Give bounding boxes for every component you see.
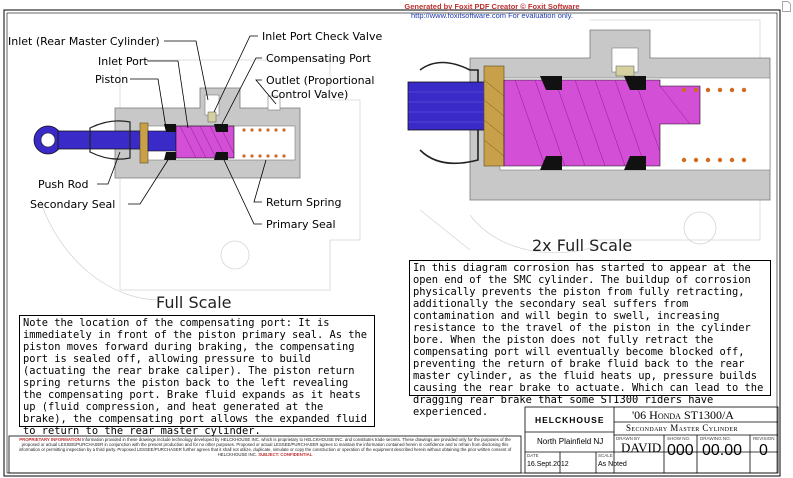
push-rod — [57, 130, 141, 150]
left-primary-seal-top — [214, 124, 228, 132]
revision-value: 0 — [759, 442, 768, 459]
right-secondary-seal-top — [540, 76, 562, 90]
bronze-retainer — [139, 122, 149, 164]
left-secondary-seal-top — [164, 124, 176, 132]
label-compensating-port: Compensating Port — [266, 52, 372, 65]
label-outlet-line1: Outlet (Proportional — [266, 74, 374, 87]
right-bronze-retainer — [483, 65, 505, 167]
label-piston: Piston — [95, 73, 128, 86]
show-no-label: SHOW NO. — [667, 436, 691, 441]
label-return-spring: Return Spring — [266, 196, 342, 209]
right-primary-seal-bottom — [624, 156, 646, 170]
title-block-grid — [8, 406, 779, 474]
left-cylinder-drawing — [33, 59, 361, 301]
title-main: '06 Honda ST1300/A — [632, 408, 734, 422]
scale-label: SCALE — [598, 453, 613, 458]
page-corner-icon — [782, 1, 791, 12]
proprietary-heading: PROPRIETARY INFORMATION — [19, 437, 81, 442]
right-cylinder-drawing — [407, 19, 771, 254]
sheet-border — [3, 9, 781, 477]
drawing-no-label: DRAWING NO. — [700, 436, 731, 441]
right-note-box: In this diagram corrosion has started to… — [409, 260, 771, 418]
proprietary-footer: SUBJECT: CONFIDENTIAL — [258, 452, 313, 457]
label-inlet-port-check-valve: Inlet Port Check Valve — [262, 30, 382, 43]
left-primary-seal-bottom — [214, 152, 228, 160]
watermark-line2: http://www.foxitsoftware.com For evaluat… — [410, 11, 573, 20]
title-subtitle: Secondary Master Cylinder — [626, 423, 738, 433]
left-piston — [147, 130, 177, 152]
drawn-by-label: DRAWN BY — [616, 436, 641, 441]
left-note-box: Note the location of the compensating po… — [19, 315, 375, 437]
left-return-spring — [242, 128, 286, 158]
label-inlet-port: Inlet Port — [98, 55, 148, 68]
label-secondary-seal: Secondary Seal — [30, 198, 115, 211]
revision-label: REVISION — [753, 436, 775, 441]
foxit-watermark: Generated by Foxit PDF Creator © Foxit S… — [392, 2, 592, 20]
right-primary-seal-top — [624, 76, 646, 90]
left-scale-label: Full Scale — [156, 293, 232, 312]
inlet-port-check-valve — [207, 111, 217, 123]
left-leader-lines — [97, 35, 277, 225]
title-company: HELCKHOUSE — [535, 415, 605, 425]
label-inlet-rear-master: Inlet (Rear Master Cylinder) — [8, 35, 160, 48]
right-return-spring — [681, 87, 747, 163]
proprietary-text: Information provided in these drawings i… — [18, 437, 512, 457]
title-location: North Plainfield NJ — [537, 437, 604, 446]
label-outlet-line2: Control Valve) — [271, 88, 348, 101]
show-no-value: 000 — [667, 442, 694, 459]
watermark-line1: Generated by Foxit PDF Creator © Foxit S… — [404, 2, 580, 11]
scale-value: As Noted — [598, 461, 627, 468]
label-push-rod: Push Rod — [38, 178, 88, 191]
right-scale-label: 2x Full Scale — [532, 236, 633, 255]
right-secondary-seal-bottom — [540, 156, 562, 170]
label-primary-seal: Primary Seal — [266, 218, 336, 231]
date-label: DATE — [527, 453, 539, 458]
drawing-no-value: 00.00 — [702, 442, 743, 459]
date-value: 16.Sept.2012 — [527, 461, 569, 468]
drawn-by-value: DAVID — [621, 440, 662, 455]
proprietary-info-block: PROPRIETARY INFORMATION Information prov… — [11, 437, 519, 472]
left-secondary-seal-bottom — [164, 152, 176, 160]
